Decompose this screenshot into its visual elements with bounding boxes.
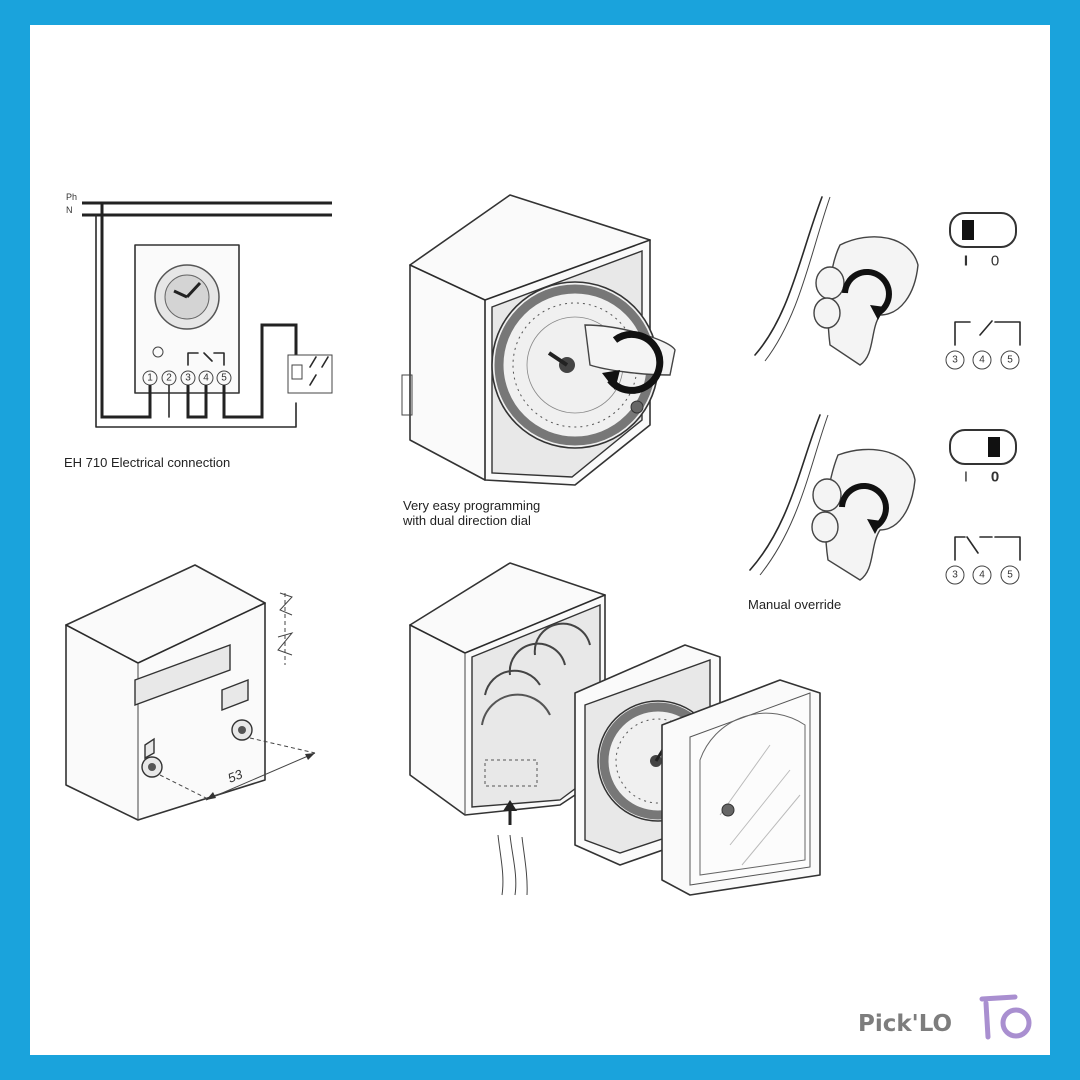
override-caption: Manual override [748, 597, 841, 612]
programming-caption-2: with dual direction dial [402, 513, 531, 528]
rear-mounting-illustration: 53 [65, 564, 316, 821]
override-bottom: I 0 3 4 5 [749, 414, 1021, 585]
brand-logo-icon [979, 994, 1032, 1040]
brand-name: Pick'LO [858, 1011, 952, 1037]
load-relay [287, 354, 333, 394]
phase-label: Ph [66, 192, 77, 202]
contact-5-bottom: 5 [1007, 570, 1013, 581]
terminal-5: 5 [221, 373, 227, 384]
override-arrow-1 [842, 268, 892, 316]
finger [584, 324, 676, 376]
diagram-frame: Ph N 1 2 3 4 5 EH 710 Electrical con [30, 25, 1050, 1055]
motor-symbol [152, 346, 164, 358]
terminal-4: 4 [203, 373, 209, 384]
override-arrow-2 [839, 482, 889, 530]
programming-caption-1: Very easy programming [403, 498, 540, 513]
switch-on-0: 0 [991, 253, 999, 270]
timer-programming-illustration [401, 194, 676, 486]
contact-3-top: 3 [952, 355, 958, 366]
override-top: I 0 3 4 5 [754, 196, 1021, 370]
switch-off-i: I [964, 469, 968, 486]
dial-hand [185, 281, 202, 299]
rotate-arrow [607, 330, 664, 394]
terminal-3: 3 [185, 373, 191, 384]
terminal-1: 1 [147, 373, 153, 384]
contact-symbol [187, 352, 225, 366]
wiring-caption: EH 710 Electrical connection [64, 455, 230, 470]
diagram-canvas: Ph N 1 2 3 4 5 EH 710 Electrical con [64, 192, 1032, 1040]
dimension-53: 53 [226, 766, 246, 786]
contact-3-bottom: 3 [952, 570, 958, 581]
contact-5-top: 5 [1007, 355, 1013, 366]
switch-on [949, 212, 1017, 248]
exploded-assembly-illustration [409, 562, 821, 896]
wiring-diagram: Ph N 1 2 3 4 5 [66, 192, 333, 428]
wire-load [222, 323, 298, 419]
wire-phase [100, 203, 152, 419]
contact-4-bottom: 4 [979, 570, 985, 581]
switch-on-i: I [964, 253, 968, 270]
contact-4-top: 4 [979, 355, 985, 366]
switch-off-0: 0 [991, 469, 999, 486]
neutral-label: N [66, 205, 73, 215]
terminal-2: 2 [166, 373, 172, 384]
switch-off [949, 429, 1017, 465]
wire-neutral [95, 214, 297, 428]
dial-hand-2 [173, 289, 188, 299]
